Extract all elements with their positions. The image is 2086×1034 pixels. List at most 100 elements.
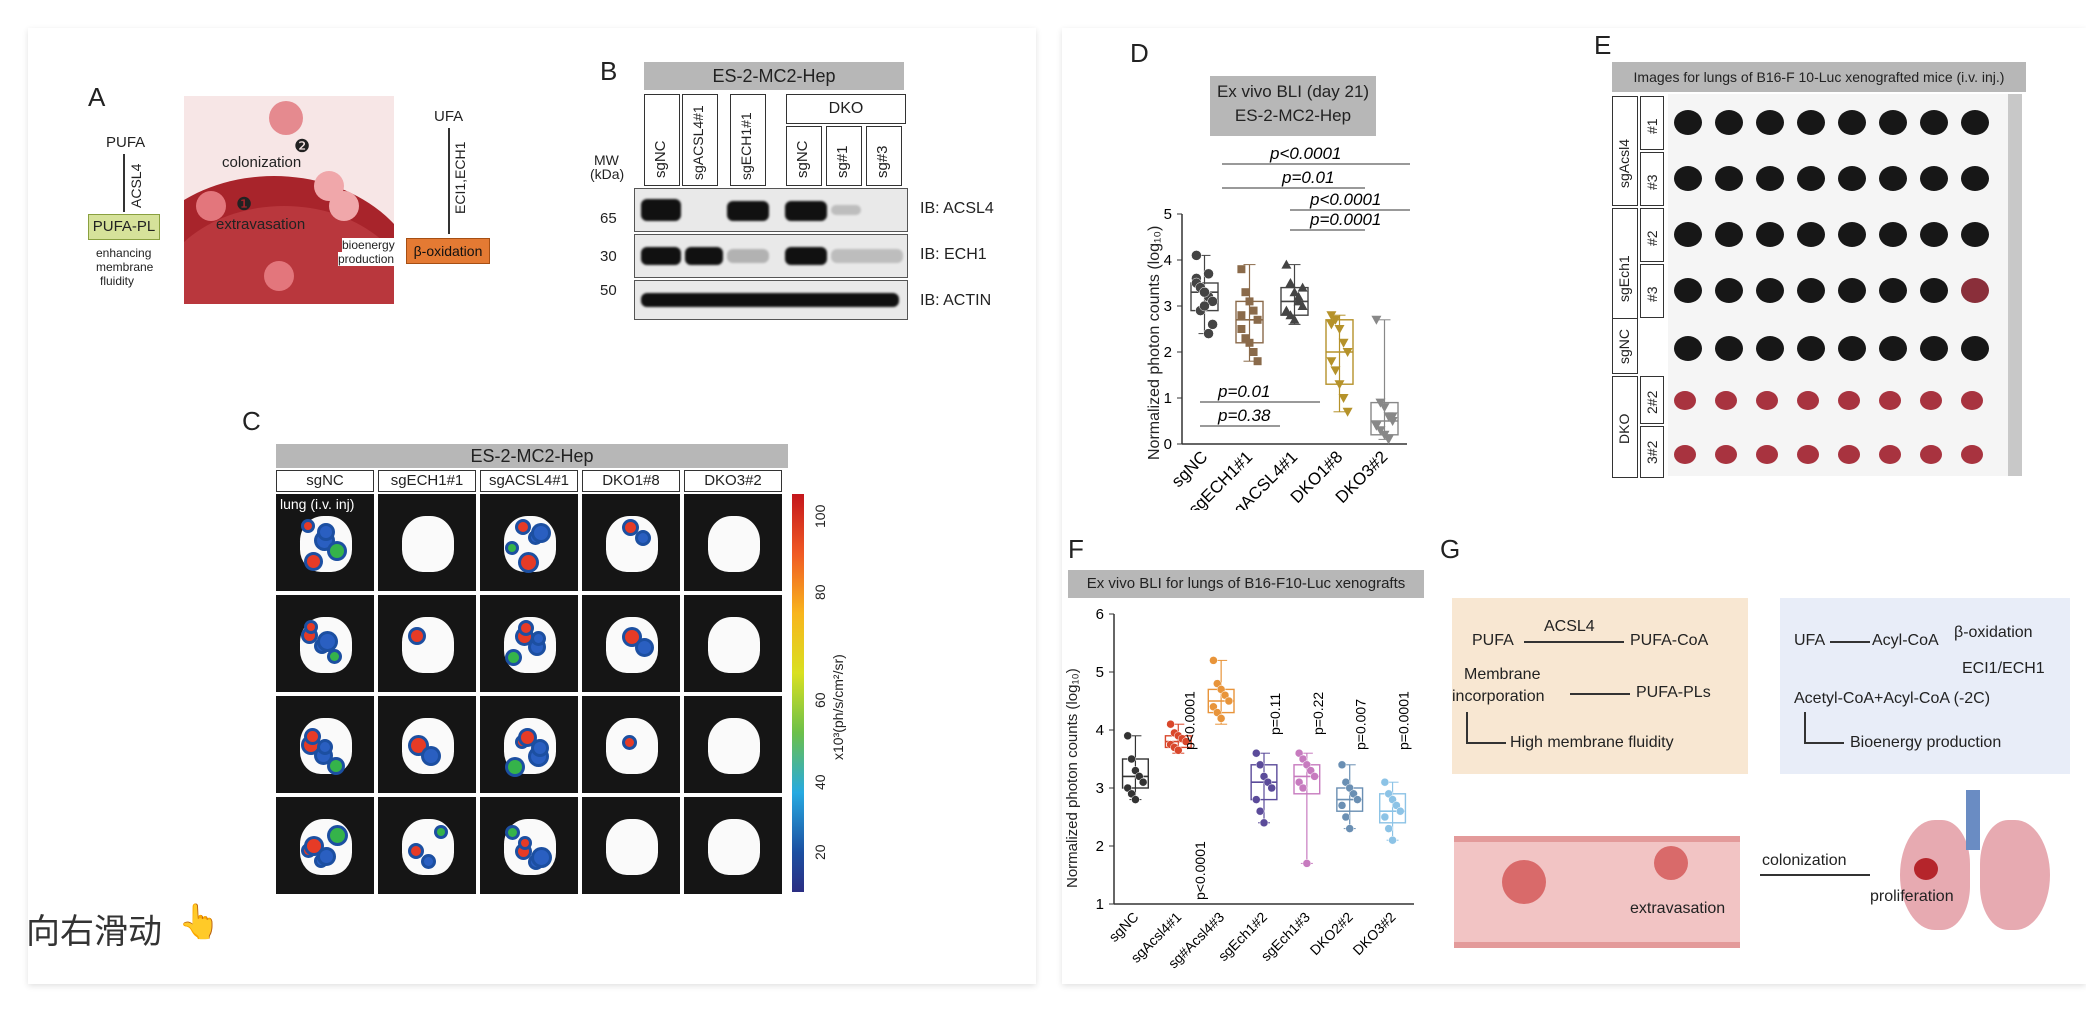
data-point	[1326, 320, 1337, 330]
data-point	[1241, 288, 1250, 297]
bli-cell	[582, 494, 680, 591]
data-point	[1297, 301, 1308, 310]
bli-cell	[684, 797, 782, 894]
blot-ech1	[634, 234, 908, 278]
grid-header: ES-2-MC2-Hep	[276, 444, 788, 468]
swipe-label[interactable]: 向右滑动	[26, 913, 162, 951]
ib-label: IB: ACSL4	[920, 200, 994, 217]
lung-photo	[1797, 166, 1825, 191]
bli-cell	[276, 797, 374, 894]
lane-label: sg#3	[874, 145, 891, 178]
data-point	[1293, 291, 1304, 301]
g-membrane1: Membrane	[1464, 666, 1541, 683]
p-value-label: p<0.0001	[1192, 841, 1208, 900]
data-point	[1209, 656, 1218, 665]
data-point	[1326, 357, 1337, 367]
y-tick-label: 1	[1096, 896, 1104, 913]
data-point	[1281, 305, 1292, 315]
lung-photo	[1920, 166, 1948, 191]
data-point	[1191, 250, 1202, 261]
g-beta-ox: β-oxidation	[1954, 624, 2033, 641]
lung-photo	[1715, 391, 1737, 410]
bli-signal	[508, 544, 516, 552]
blot-acsl4	[634, 188, 908, 232]
data-point	[1371, 315, 1382, 325]
data-point	[1253, 357, 1262, 366]
row-box	[1640, 152, 1664, 206]
group-box-sgnc	[1612, 318, 1638, 374]
data-point	[1380, 812, 1390, 822]
lane-box-2	[682, 94, 718, 186]
g-pufa-pls: PUFA-PLs	[1636, 684, 1711, 701]
bli-signal	[625, 738, 634, 747]
data-point	[1297, 282, 1308, 292]
lane-label: sgNC	[794, 140, 811, 178]
lung-photo	[1838, 222, 1866, 247]
bli-signal	[508, 652, 519, 663]
data-point	[1379, 403, 1390, 413]
col-header-dko1: DKO1#8	[582, 470, 680, 492]
data-point	[1285, 278, 1296, 287]
lung-silhouette	[708, 819, 760, 875]
panel-label-d: D	[1130, 38, 1149, 68]
y-tick-label: 5	[1096, 664, 1104, 681]
bli-cell	[276, 595, 374, 692]
bli-signal	[521, 731, 534, 744]
data-point	[1334, 325, 1345, 334]
bli-signal	[320, 850, 333, 863]
data-point	[1252, 795, 1261, 804]
lung-photo	[1715, 222, 1743, 247]
col-header-sgech1: sgECH1#1	[378, 470, 476, 492]
pufa-arrow	[123, 154, 125, 212]
lung-silhouette	[402, 718, 454, 774]
col-header-sgacsl4: sgACSL4#1	[480, 470, 578, 492]
lung-photo	[1879, 391, 1901, 410]
lung-photo	[1920, 222, 1948, 247]
extravasation-label: extravasation	[216, 216, 306, 233]
data-point	[1267, 783, 1276, 793]
lung-photo	[1756, 445, 1778, 464]
kda-label: (kDa)	[590, 166, 625, 182]
lung-silhouette	[708, 516, 760, 572]
bli-signal	[307, 731, 318, 742]
lung-photo	[1674, 336, 1702, 361]
lung-photo	[1879, 110, 1907, 135]
mw-label: MW	[594, 152, 619, 168]
panel-e-lung-images: Images for lungs of B16-F 10-Luc xenogra…	[1610, 62, 2030, 482]
production-label: production	[338, 252, 395, 266]
data-point	[1131, 795, 1140, 804]
y-tick-label: 2	[1096, 838, 1104, 855]
g-acsl4: ACSL4	[1544, 618, 1595, 635]
data-point	[1380, 777, 1390, 787]
panel-label-a: A	[88, 82, 106, 112]
panel-g-schematic: PUFA ACSL4 PUFA-CoA Membrane incorporati…	[1440, 590, 2080, 950]
lung-photo	[1920, 336, 1948, 361]
x-tick-label: DKO3#2	[1349, 909, 1398, 958]
y-tick-label: 4	[1164, 252, 1172, 269]
lung-photo	[1961, 445, 1983, 464]
lung-photo	[1674, 445, 1696, 464]
lung-photo	[1879, 336, 1907, 361]
ufa-arrow	[448, 128, 450, 234]
lung-photo	[1756, 336, 1784, 361]
colonization-label: colonization	[222, 154, 302, 171]
data-point	[1379, 430, 1390, 440]
lung-photo	[1797, 445, 1819, 464]
bli-signal	[531, 641, 543, 653]
lung-photo	[1879, 445, 1901, 464]
panel-c-bli-grid: ES-2-MC2-Hep sgNC sgECH1#1 sgACSL4#1 DKO…	[276, 440, 856, 900]
p-value-label: p=0.11	[1267, 693, 1283, 735]
chart-f-boxplot: 123456sgNCsgAcsl4#1sg#Acsl4#3sgEch1#2sgE…	[1096, 606, 1414, 971]
bli-signal	[534, 526, 548, 540]
p-value-label: p=0.38	[1217, 406, 1271, 425]
data-point	[1326, 311, 1337, 321]
vessel-illustration	[184, 96, 394, 304]
data-point	[1289, 314, 1300, 324]
data-point	[1342, 348, 1353, 357]
data-point	[1375, 398, 1386, 408]
bli-signal	[518, 522, 528, 532]
x-tick-label: DKO2#2	[1307, 909, 1356, 958]
bli-signal	[304, 522, 312, 530]
lane-box-3	[730, 94, 766, 186]
swipe-hand-icon: 👆	[178, 903, 221, 941]
